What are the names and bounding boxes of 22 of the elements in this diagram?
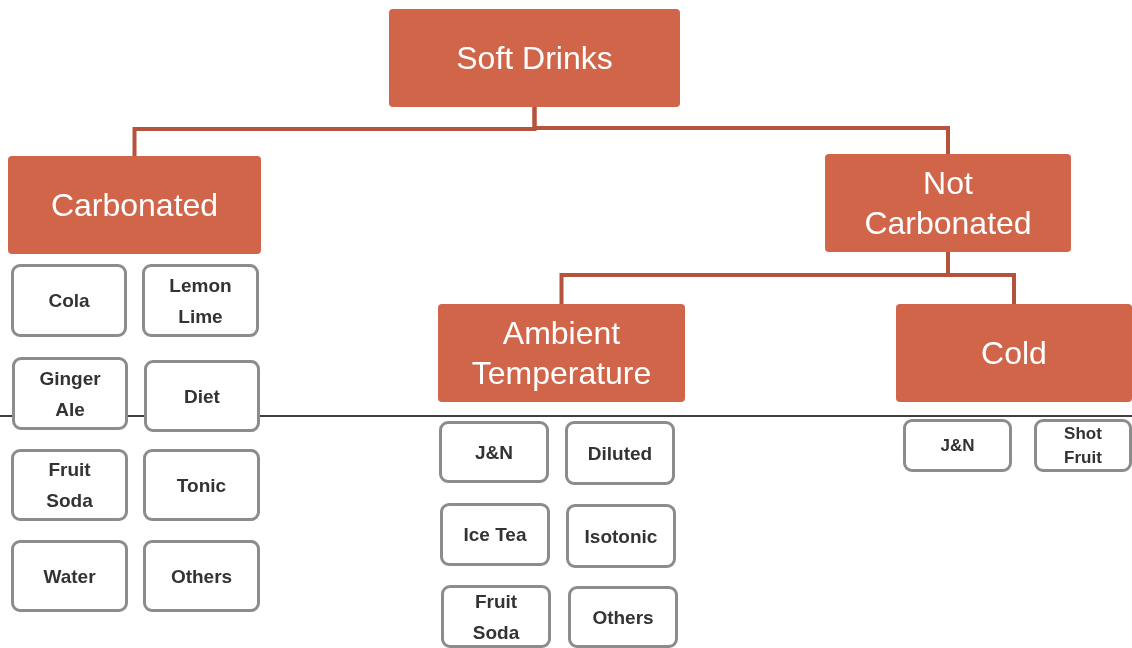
item-box: Tonic bbox=[143, 449, 260, 521]
category-box: Cold bbox=[896, 304, 1132, 402]
item-box: Shot Fruit bbox=[1034, 419, 1132, 472]
item-box: Ginger Ale bbox=[12, 357, 128, 430]
category-box: Soft Drinks bbox=[389, 9, 680, 107]
connector-line bbox=[532, 107, 950, 154]
category-box: Carbonated bbox=[8, 156, 261, 254]
item-box: J&N bbox=[439, 421, 549, 483]
item-box: Ice Tea bbox=[440, 503, 550, 566]
item-box: J&N bbox=[903, 419, 1012, 472]
item-box: Others bbox=[568, 586, 678, 648]
category-box: Not Carbonated bbox=[825, 154, 1071, 252]
item-box: Water bbox=[11, 540, 128, 612]
category-box: Ambient Temperature bbox=[438, 304, 685, 402]
item-box: Diet bbox=[144, 360, 260, 432]
item-box: Fruit Soda bbox=[441, 585, 551, 648]
item-box: Isotonic bbox=[566, 504, 676, 568]
item-box: Diluted bbox=[565, 421, 675, 485]
item-box: Lemon Lime bbox=[142, 264, 259, 337]
item-box: Others bbox=[143, 540, 260, 612]
item-box: Fruit Soda bbox=[11, 449, 128, 521]
item-box: Cola bbox=[11, 264, 127, 337]
